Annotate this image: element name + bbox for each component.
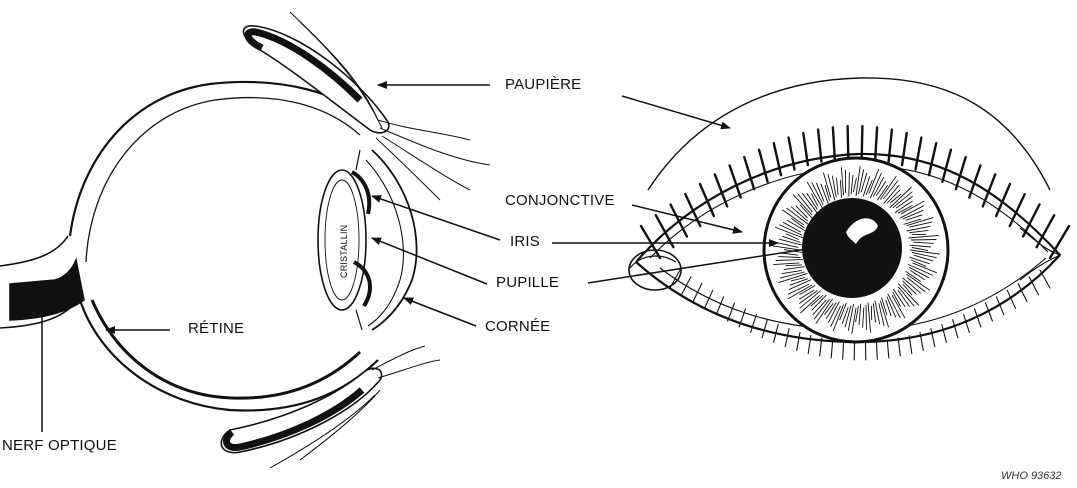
upper-lash [902, 133, 907, 165]
upper-eyelid [244, 12, 490, 200]
upper-lash [833, 127, 835, 159]
lower-lash [797, 332, 800, 350]
upper-lash [862, 126, 863, 158]
label-retine: RÉTINE [188, 320, 244, 337]
lower-lash [843, 341, 844, 359]
label-nerf-optique: NERF OPTIQUE [2, 437, 117, 454]
upper-lash [942, 150, 951, 182]
lower-lash [964, 315, 970, 333]
lower-lash [682, 277, 691, 295]
lower-lash [942, 324, 947, 342]
label-paupiere: PAUPIÈRE [505, 76, 581, 93]
leader-lines [42, 85, 826, 432]
upper-lash [744, 157, 754, 189]
sclera-outer [70, 82, 380, 236]
eye-front-view [629, 78, 1069, 360]
arrow-pupille-left [372, 238, 487, 284]
label-cornee: CORNÉE [485, 318, 550, 335]
lower-lash [693, 284, 702, 302]
upper-lash [818, 130, 821, 162]
upper-lash [916, 138, 922, 170]
lower-lash [1040, 270, 1050, 288]
retina-layer-lower [92, 300, 360, 398]
upper-lash [759, 150, 768, 182]
lower-lash [728, 303, 735, 321]
upper-lash [889, 130, 892, 162]
arrow-iris-left [372, 196, 500, 240]
lower-lash [887, 340, 889, 358]
lower-lash [898, 338, 900, 356]
label-cristallin: CRISTALLIN [339, 225, 349, 278]
iris-fiber [911, 240, 936, 241]
upper-lash [848, 126, 849, 158]
lower-lash [831, 340, 833, 358]
lower-lash [751, 315, 757, 333]
upper-lash [956, 157, 966, 189]
arrow-conjonctive [632, 205, 742, 232]
lower-lash [876, 341, 877, 359]
lower-lash [785, 329, 789, 347]
lower-lash [762, 320, 767, 338]
eye-cross-section [0, 12, 490, 468]
label-pupille: PUPILLE [496, 274, 559, 291]
arrow-paupiere-right [622, 96, 730, 128]
iris-fiber [866, 305, 867, 330]
upper-lash [700, 184, 714, 216]
iris-section-lower [354, 262, 370, 306]
iris-fiber [849, 172, 850, 196]
lower-lash [953, 320, 958, 338]
upper-lash [929, 143, 936, 175]
arrow-cornee [404, 298, 476, 326]
upper-lash [1037, 215, 1055, 247]
lower-eyelid [221, 346, 440, 468]
lower-lash [716, 297, 724, 315]
upper-lash [730, 166, 741, 198]
figure-credit: WHO 93632 [1001, 470, 1062, 482]
label-conjonctive: CONJONCTIVE [505, 192, 615, 209]
label-iris: IRIS [510, 233, 540, 250]
